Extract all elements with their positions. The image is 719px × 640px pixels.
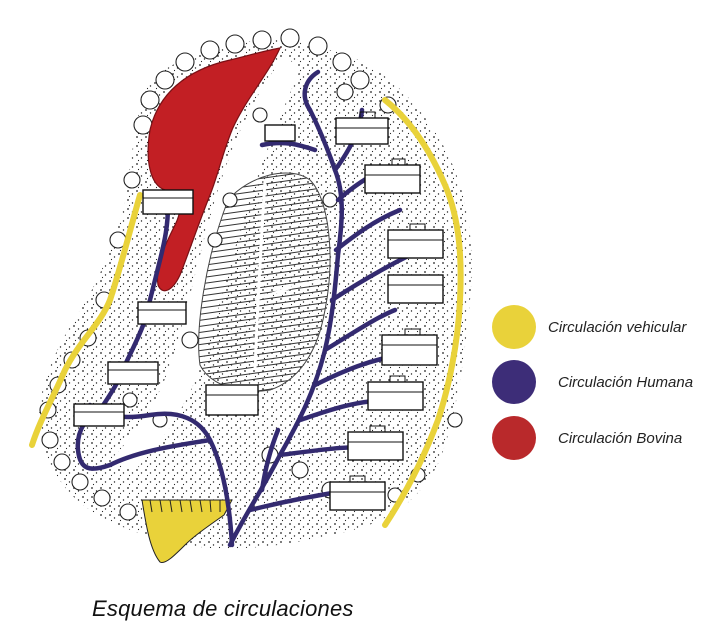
vehicular-parking-area [141, 499, 233, 564]
legend-label-bovina: Circulación Bovina [558, 429, 683, 447]
legend-item-vehicular: Circulación vehicular [492, 305, 686, 349]
clearing-path [110, 55, 300, 470]
legend-swatch-vehicular [492, 305, 536, 349]
tree-border [39, 28, 463, 521]
legend-label-vehicular: Circulación vehicular [548, 318, 687, 336]
central-field [198, 172, 331, 392]
buildings [73, 117, 444, 511]
legend-swatch-humana [492, 360, 536, 404]
building-details [74, 111, 443, 493]
legend-item-bovina: Circulación Bovina [492, 416, 682, 460]
legend-label-humana: Circulación Humana [558, 373, 694, 391]
legend-swatch-bovina [492, 416, 536, 460]
vehicular-circulation [29, 97, 464, 528]
legend-item-humana: Circulación Humana [492, 360, 693, 404]
diagram-caption: Esquema de circulaciones [92, 596, 354, 621]
